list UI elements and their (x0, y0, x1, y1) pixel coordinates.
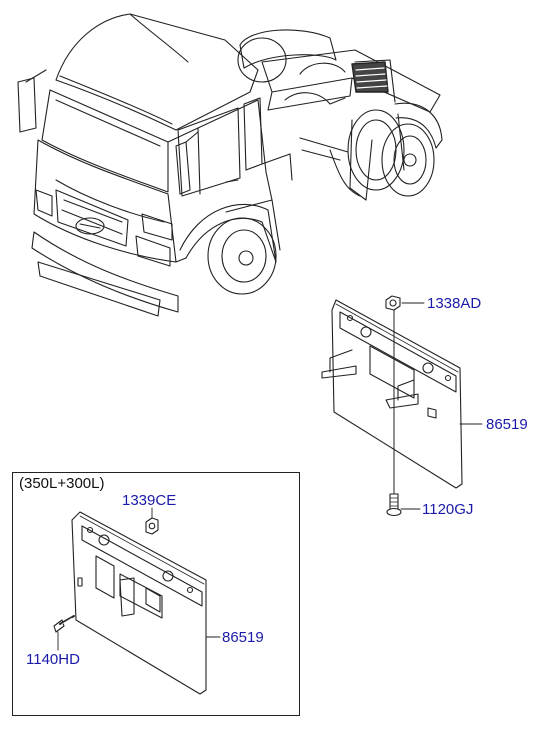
logo-emblem (75, 217, 105, 235)
label-nut-1339ce[interactable]: 1339CE (122, 492, 177, 509)
bolt-1140hd (53, 615, 75, 633)
fifth-wheel-plate (351, 61, 389, 93)
front-wheel (179, 203, 277, 295)
label-nut-1338ad[interactable]: 1338AD (427, 295, 482, 312)
mudflap-inset (53, 507, 221, 695)
cab (17, 13, 293, 317)
label-mudflap-86519-main[interactable]: 86519 (486, 416, 528, 433)
mudflap-main (321, 295, 483, 517)
label-mudflap-86519-inset[interactable]: 86519 (222, 629, 264, 646)
nut-1338ad (385, 295, 401, 311)
label-bolt-1120gj[interactable]: 1120GJ (422, 501, 474, 518)
bolt-1120gj (386, 493, 402, 517)
truck-illustration (17, 13, 443, 317)
variant-caption: (350L+300L) (19, 475, 105, 492)
rear-wheels (347, 109, 435, 197)
variant-inset-frame (12, 472, 300, 716)
label-bolt-1140hd[interactable]: 1140HD (26, 651, 80, 668)
